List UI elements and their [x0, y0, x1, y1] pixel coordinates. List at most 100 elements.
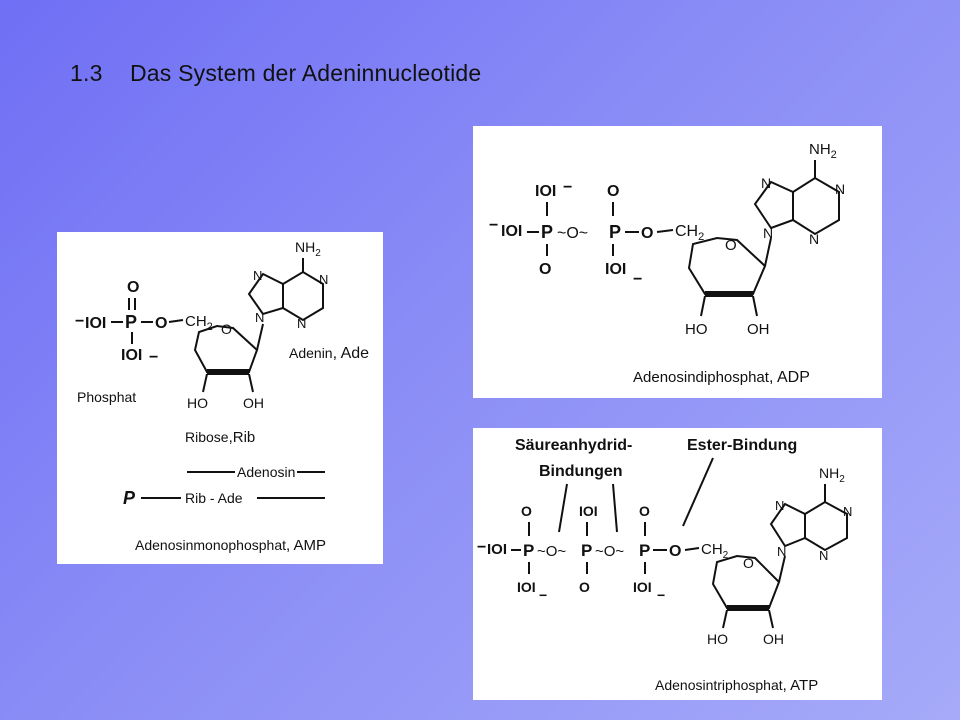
atp-ho: HO [707, 631, 728, 647]
adp-ribose-ring [687, 236, 767, 295]
atp-o-bottom-1: IOI [517, 579, 536, 595]
adp-ch2: CH2 [675, 223, 704, 243]
atp-n1: N [843, 504, 852, 519]
atp-o-bridge-2: ~O~ [595, 543, 624, 560]
amp-minus-bottom: − [149, 349, 158, 366]
atp-minus-left: − [477, 539, 486, 556]
atp-n7: N [775, 498, 784, 513]
atp-arrow-3 [682, 457, 714, 527]
adp-structure-panel: − IOI P ~O~ P O IOI − O O IOI − CH2 O HO… [473, 126, 882, 398]
adp-imidazole-ring [753, 180, 794, 230]
adp-o-bottom-1: O [539, 261, 551, 278]
atp-ribose-ring [711, 554, 781, 609]
atp-n3: N [819, 548, 828, 563]
title-text: Das System der Adeninnucleotide [130, 60, 482, 86]
amp-phosphate-label: Phosphat [77, 389, 136, 405]
amp-minus-left: − [75, 313, 84, 330]
atp-anhydride-label-1: Säureanhydrid- [515, 437, 632, 454]
amp-n3: N [297, 316, 306, 331]
atp-bond-ho [722, 609, 728, 629]
amp-adenosin-label: Adenosin [237, 464, 295, 480]
atp-p2: P [581, 541, 592, 560]
adp-minus-left: − [489, 217, 498, 234]
amp-n1: N [319, 272, 328, 287]
atp-o-bottom-2: O [579, 579, 590, 595]
adp-caption: Adenosindiphosphat, ADP [633, 369, 810, 386]
atp-ring-o: O [743, 555, 754, 571]
atp-minus-bottom-3: − [657, 587, 665, 603]
amp-structure-panel: O − IOI P O IOI − CH2 O HO OH N N N N NH… [57, 232, 383, 564]
adp-bond-oh [752, 295, 758, 317]
amp-o-bottom: IOI [121, 347, 142, 364]
amp-glycosidic-bond [256, 323, 264, 351]
amp-o-ester: O [155, 315, 167, 332]
adp-o-top-2: O [607, 183, 619, 200]
amp-formula-text: Rib - Ade [185, 490, 243, 506]
amp-n7: N [253, 268, 262, 283]
amp-ring-o: O [221, 321, 232, 337]
adp-structure-diagram: − IOI P ~O~ P O IOI − O O IOI − CH2 O HO… [489, 141, 845, 386]
adp-o-ester: O [641, 225, 653, 242]
atp-minus-bottom-1: − [539, 587, 547, 603]
amp-formula-p: P [123, 488, 136, 508]
atp-ch2: CH2 [701, 541, 729, 561]
amp-ho: HO [187, 395, 208, 411]
adp-n3: N [809, 231, 819, 247]
adp-n9: N [763, 225, 773, 241]
amp-ch2: CH2 [185, 313, 213, 333]
amp-bond-oh [248, 373, 254, 393]
amp-bond-o-ch2 [168, 319, 184, 323]
amp-oh: OH [243, 395, 264, 411]
atp-glycosidic-bond [778, 555, 786, 583]
amp-ribose-ring [193, 324, 259, 373]
adp-p1: P [541, 222, 553, 242]
adp-o-bridge: ~O~ [557, 225, 588, 242]
amp-pyrimidine-ring [282, 270, 324, 322]
adp-o-top-1: IOI [535, 183, 556, 200]
amp-phosphorus: P [125, 312, 137, 332]
adp-oh: OH [747, 321, 770, 338]
section-number: 1.3 [70, 60, 103, 86]
adp-glycosidic-bond [764, 237, 772, 267]
adp-ho: HO [685, 321, 708, 338]
atp-o-left: IOI [487, 541, 507, 558]
amp-structure-diagram: O − IOI P O IOI − CH2 O HO OH N N N N NH… [75, 239, 369, 554]
amp-bond-ho [202, 373, 208, 393]
amp-o-left: IOI [85, 315, 106, 332]
adp-minus-top: − [563, 179, 572, 196]
amp-nh2: NH2 [295, 239, 321, 259]
atp-anhydride-label-2: Bindungen [539, 463, 623, 480]
atp-imidazole-ring [769, 502, 806, 548]
slide-title: 1.3 Das System der Adeninnucleotide [70, 60, 481, 87]
amp-imidazole-ring [247, 272, 284, 316]
adp-p2: P [609, 222, 621, 242]
atp-arrow-2 [612, 483, 618, 533]
atp-caption: Adenosintriphosphat, ATP [655, 677, 818, 694]
atp-oh: OH [763, 631, 784, 647]
amp-n9: N [255, 310, 264, 325]
atp-p1: P [523, 541, 534, 560]
atp-structure-diagram: Säureanhydrid- Bindungen Ester-Bindung −… [477, 437, 852, 694]
adp-nh2: NH2 [809, 141, 837, 161]
amp-ribose-label: Ribose,Rib [185, 429, 255, 446]
atp-arrow-1 [558, 483, 568, 533]
adp-minus-bottom: − [633, 271, 642, 288]
atp-ester-label: Ester-Bindung [687, 437, 797, 454]
atp-pyrimidine-ring [804, 500, 848, 552]
atp-o-top-2: IOI [579, 503, 598, 519]
adp-bond-o-ch2 [656, 229, 674, 233]
adp-n1: N [835, 181, 845, 197]
adp-n7: N [761, 175, 771, 191]
amp-adenine-label: Adenin, Ade [289, 345, 369, 362]
atp-o-ester: O [669, 543, 681, 560]
atp-o-top-3: O [639, 503, 650, 519]
atp-p3: P [639, 541, 650, 560]
atp-o-bridge-1: ~O~ [537, 543, 566, 560]
amp-caption: Adenosinmonophosphat, AMP [135, 537, 326, 554]
atp-o-top-1: O [521, 503, 532, 519]
atp-structure-panel: Säureanhydrid- Bindungen Ester-Bindung −… [473, 428, 882, 700]
atp-o-bottom-3: IOI [633, 579, 652, 595]
adp-o-bottom-2: IOI [605, 261, 626, 278]
adp-bond-ho [700, 295, 706, 317]
atp-bond-o-ch2 [684, 547, 700, 551]
